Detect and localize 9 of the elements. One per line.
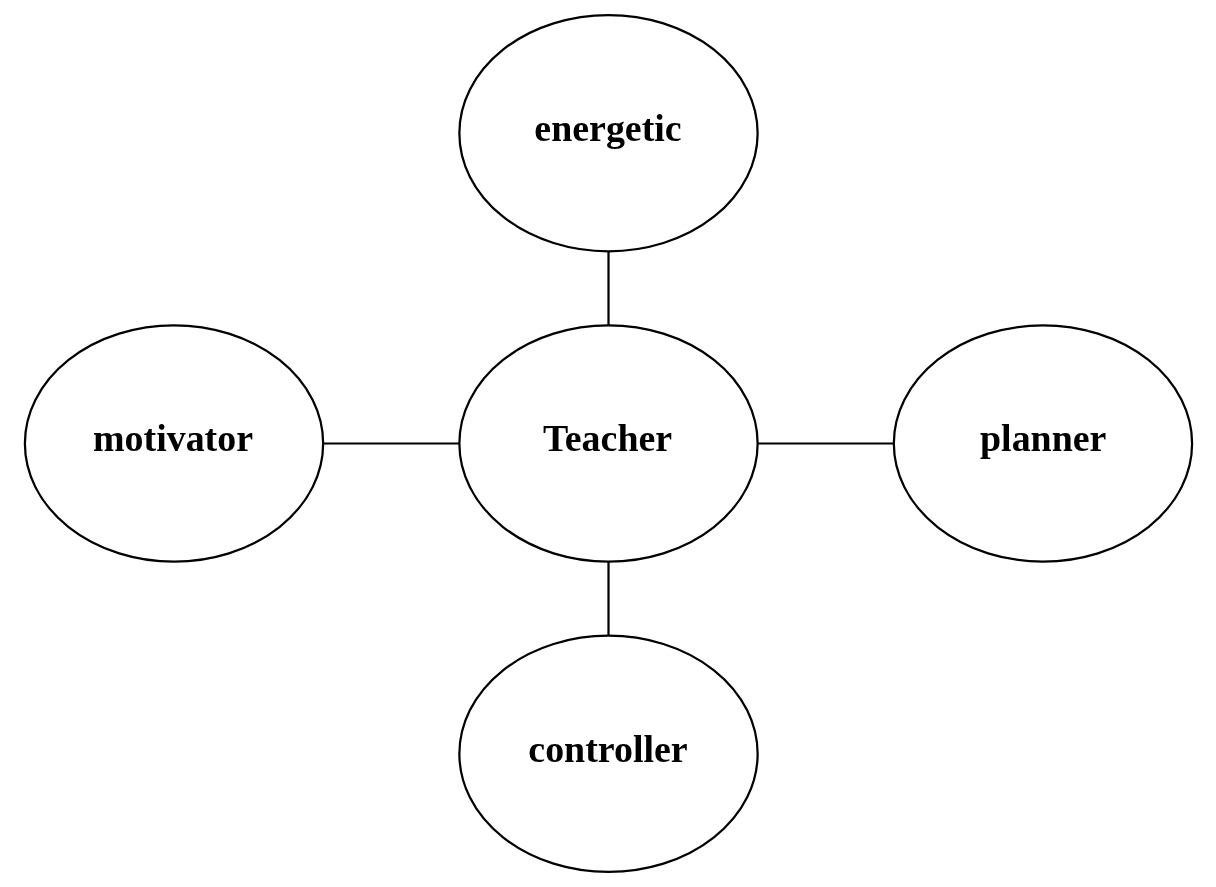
connector <box>322 442 459 445</box>
node-ellipse: motivator <box>23 324 324 563</box>
node-ellipse: Teacher <box>457 324 759 563</box>
node-ellipse: controller <box>457 634 759 874</box>
node-ellipse: planner <box>892 324 1193 563</box>
node-ellipse: energetic <box>457 13 759 253</box>
connector <box>757 442 894 445</box>
connector <box>606 251 610 326</box>
connector <box>606 561 610 636</box>
